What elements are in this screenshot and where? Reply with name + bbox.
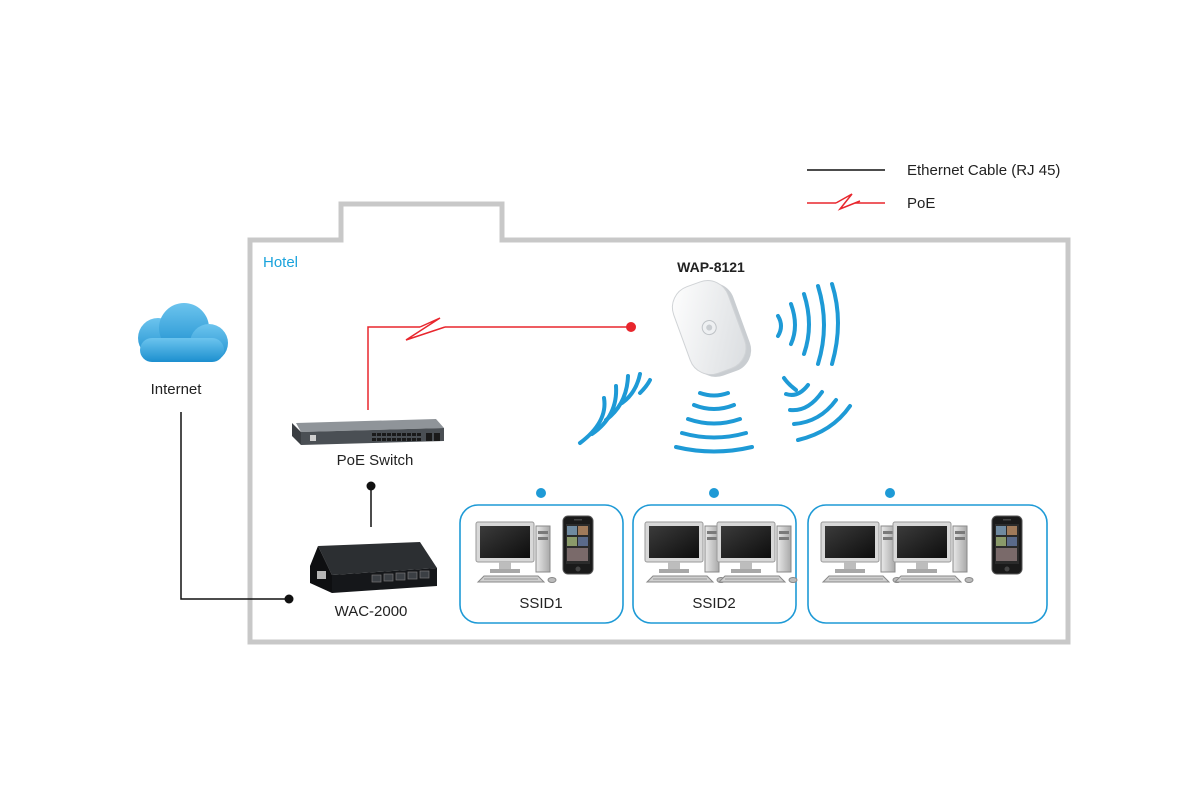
switch-port-dot <box>366 481 376 491</box>
legend-poe-line <box>807 193 885 211</box>
access-point-label: WAP-8121 <box>677 259 745 275</box>
legend-ethernet-label: Ethernet Cable (RJ 45) <box>907 162 1060 179</box>
internet-cloud-icon <box>138 303 228 362</box>
ssid-group-1-indicator <box>536 488 546 498</box>
legend-poe-label: PoE <box>907 195 935 212</box>
smartphone-icon <box>562 515 594 575</box>
poe-switch-label: PoE Switch <box>337 452 414 469</box>
poe-switch-icon <box>292 419 444 445</box>
smartphone-icon <box>991 515 1023 575</box>
desktop-pc-icon <box>644 521 726 583</box>
ssid-group-1-label: SSID1 <box>519 595 562 612</box>
hotel-label: Hotel <box>263 254 298 271</box>
wifi-signal-waves-icon <box>578 282 852 454</box>
internet-to-controller-cable <box>180 412 289 600</box>
ssid-group-2: SSID2 <box>632 488 798 624</box>
wac-controller-icon <box>310 542 437 593</box>
ssid-group-2-indicator <box>709 488 719 498</box>
desktop-pc-icon <box>892 521 974 583</box>
desktop-pc-icon <box>820 521 902 583</box>
legend: Ethernet Cable (RJ 45) PoE <box>807 162 1060 212</box>
desktop-pc-icon <box>716 521 798 583</box>
ssid-group-1: SSID1 <box>459 488 624 624</box>
ssid-group-3 <box>807 488 1048 624</box>
ap-poe-port-dot <box>626 322 636 332</box>
wac-controller-label: WAC-2000 <box>335 603 408 620</box>
hotel-building-outline <box>247 201 1071 645</box>
access-point-icon <box>671 280 752 377</box>
ssid-group-2-label: SSID2 <box>692 595 735 612</box>
desktop-pc-icon <box>475 521 557 583</box>
internet-label: Internet <box>151 381 203 398</box>
ssid-group-3-indicator <box>885 488 895 498</box>
switch-to-ap-poe-cable <box>367 317 631 410</box>
controller-port-dot <box>284 594 294 604</box>
